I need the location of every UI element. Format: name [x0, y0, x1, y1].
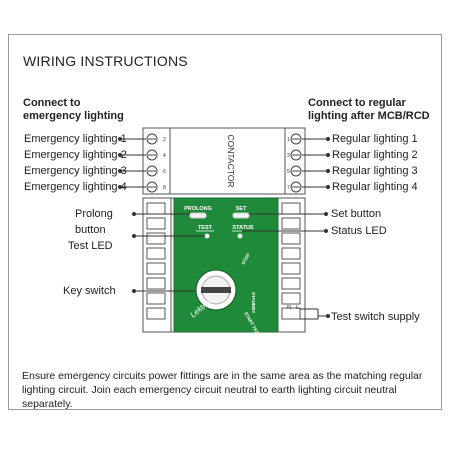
status-led — [237, 233, 243, 239]
test-led-label: Test LED — [68, 240, 113, 252]
emergency-lighting-2-label: Emergency lighting 2 — [24, 149, 127, 161]
right-header: Connect to regular lighting after MCB/RC… — [308, 97, 430, 123]
emergency-lighting-4-label: Emergency lighting 4 — [24, 181, 127, 193]
terminal-number-3: 3 — [287, 153, 290, 159]
contactor-right-terminal-block — [284, 127, 306, 195]
emergency-lead-lines — [118, 137, 146, 189]
prolong-text: PROLONG — [184, 206, 212, 212]
stop-text: STOP — [241, 252, 251, 265]
terminal-number-6: 6 — [163, 169, 166, 175]
regular-lighting-4-label: Regular lighting 4 — [332, 181, 418, 193]
test-led — [204, 233, 210, 239]
terminal-number-8: 8 — [163, 185, 166, 191]
standby-text: STANDBY — [251, 292, 256, 313]
prolong-button[interactable] — [189, 212, 207, 219]
contactor-label: CONTACTOR — [226, 134, 236, 187]
prolong-label-line-2: button — [75, 224, 106, 236]
contactor-left-screws — [146, 133, 158, 193]
wiring-note: Ensure emergency circuits power fittings… — [22, 370, 423, 410]
emergency-lighting-3-label: Emergency lighting 3 — [24, 165, 127, 177]
terminal-number-5: 5 — [287, 169, 290, 175]
test-switch-supply-label: Test switch supply — [331, 311, 420, 323]
status-led-label: Status LED — [331, 225, 387, 237]
terminal-number-2: 2 — [163, 137, 166, 143]
regular-lighting-1-label: Regular lighting 1 — [332, 133, 418, 145]
prolong-button-label: Prolong button — [75, 208, 113, 237]
control-panel — [173, 197, 279, 333]
left-header: Connect to emergency lighting — [23, 97, 124, 123]
set-button[interactable] — [232, 212, 250, 219]
key-slot — [201, 287, 231, 293]
test-text: TEST — [198, 225, 213, 231]
page-title: WIRING INSTRUCTIONS — [23, 53, 188, 69]
set-button-label: Set button — [331, 208, 382, 220]
right-header-line-1: Connect to regular — [308, 97, 406, 109]
set-text: SET — [236, 206, 247, 212]
prolong-label-line-1: Prolong — [75, 208, 113, 220]
terminal-number-4: 4 — [163, 153, 166, 159]
terminal-l: L — [296, 305, 299, 311]
terminal-number-1: 1 — [287, 137, 290, 143]
terminal-number-7: 7 — [287, 185, 290, 191]
key-switch-label: Key switch — [63, 285, 116, 297]
contactor-right-screws — [290, 133, 302, 193]
emergency-lighting-1-label: Emergency lighting 1 — [24, 133, 127, 145]
left-header-line-1: Connect to — [23, 97, 81, 109]
right-header-line-2: lighting after MCB/RCD — [308, 110, 430, 122]
regular-lighting-3-label: Regular lighting 3 — [332, 165, 418, 177]
left-header-line-2: emergency lighting — [23, 110, 124, 122]
regular-lead-lines — [302, 137, 330, 189]
status-text: STATUS — [232, 225, 254, 231]
terminal-n: N — [287, 305, 291, 311]
regular-lighting-2-label: Regular lighting 2 — [332, 149, 418, 161]
callout-lines — [132, 212, 330, 320]
diagram-frame — [8, 34, 442, 410]
controller-right-terminals — [281, 202, 301, 320]
